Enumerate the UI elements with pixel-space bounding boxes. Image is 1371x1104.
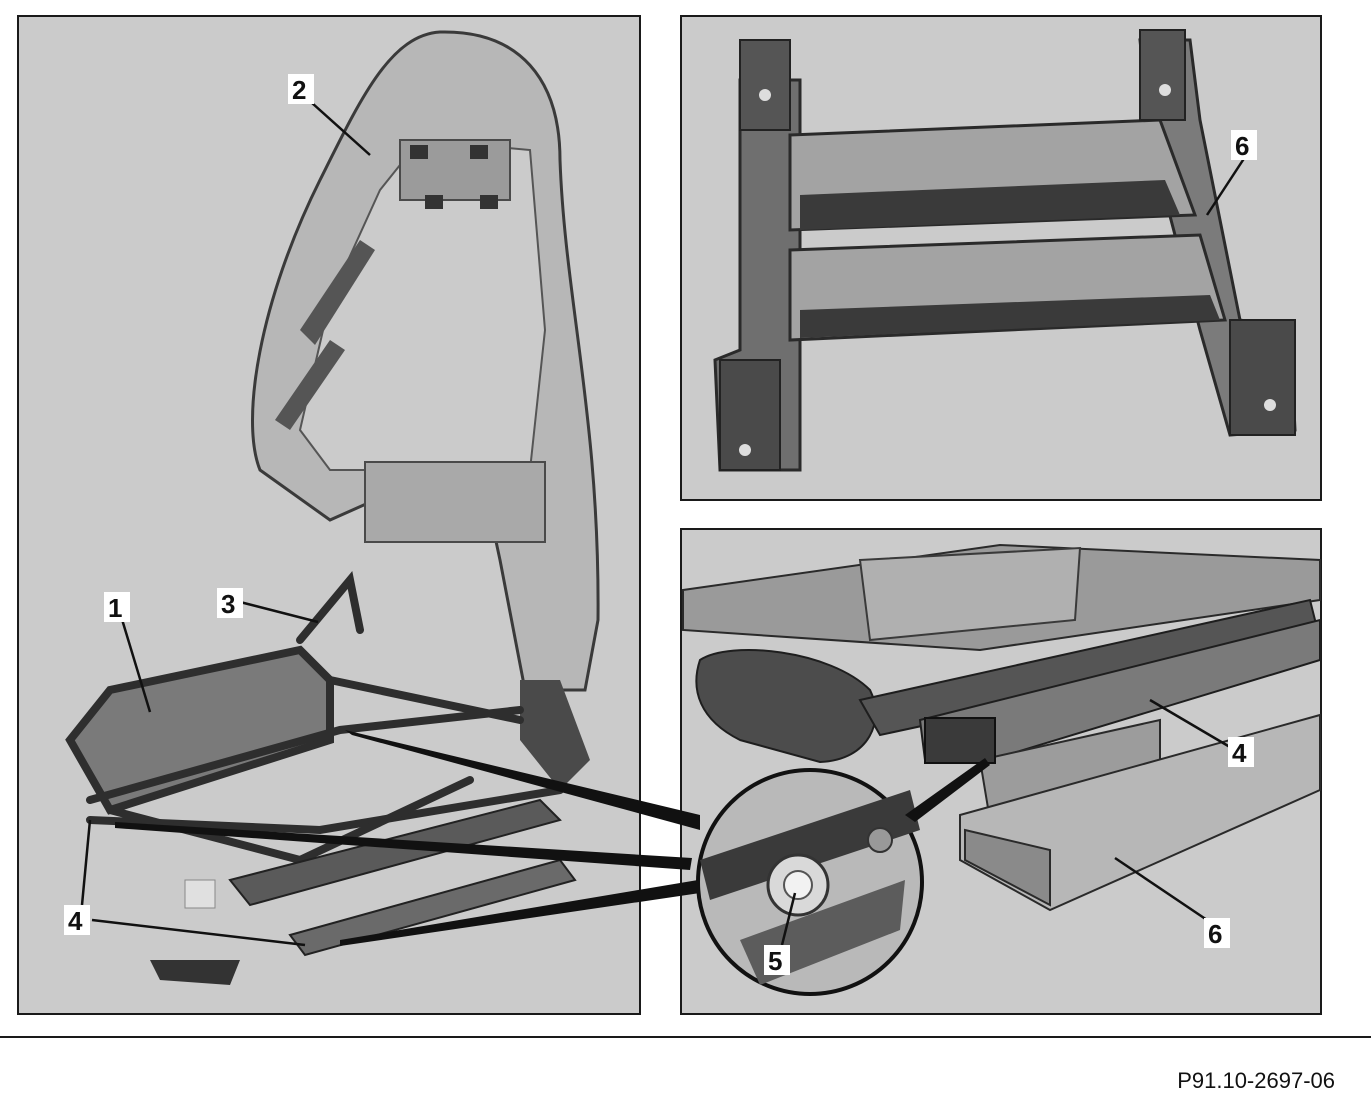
bottom-rule bbox=[0, 1036, 1371, 1038]
seat-base-panel bbox=[680, 15, 1322, 501]
figure-reference: P91.10-2697-06 bbox=[1177, 1068, 1335, 1093]
seat-frame-panel bbox=[17, 15, 641, 1015]
rail-detail-panel bbox=[680, 528, 1322, 1015]
